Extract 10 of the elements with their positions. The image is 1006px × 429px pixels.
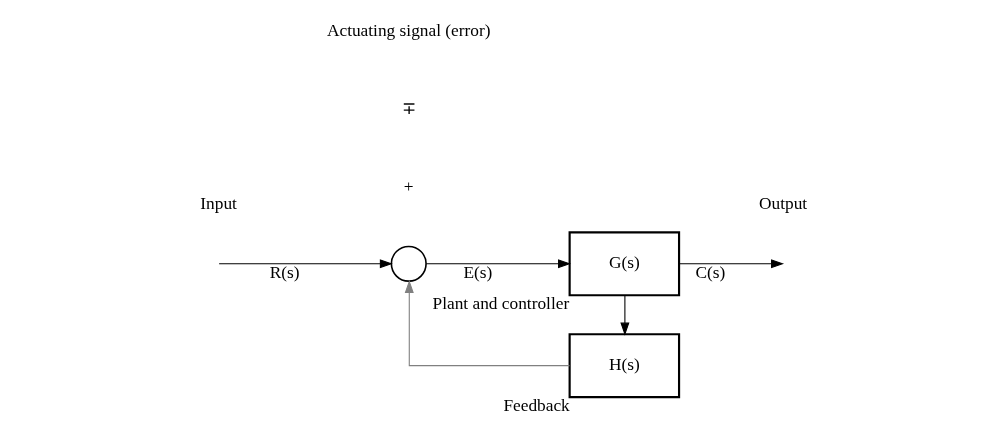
edge-label: C(s) <box>695 262 726 282</box>
edge-label: R(s) <box>269 262 300 282</box>
label: ∓ <box>401 99 416 119</box>
label: Input <box>200 194 237 214</box>
label: + <box>403 177 414 197</box>
label: Actuating signal (error) <box>326 21 491 41</box>
edge-label: E(s) <box>463 262 493 282</box>
label: Output <box>759 194 808 214</box>
node-label: Plant and controller <box>432 294 570 314</box>
node-label: Feedback <box>503 395 570 415</box>
